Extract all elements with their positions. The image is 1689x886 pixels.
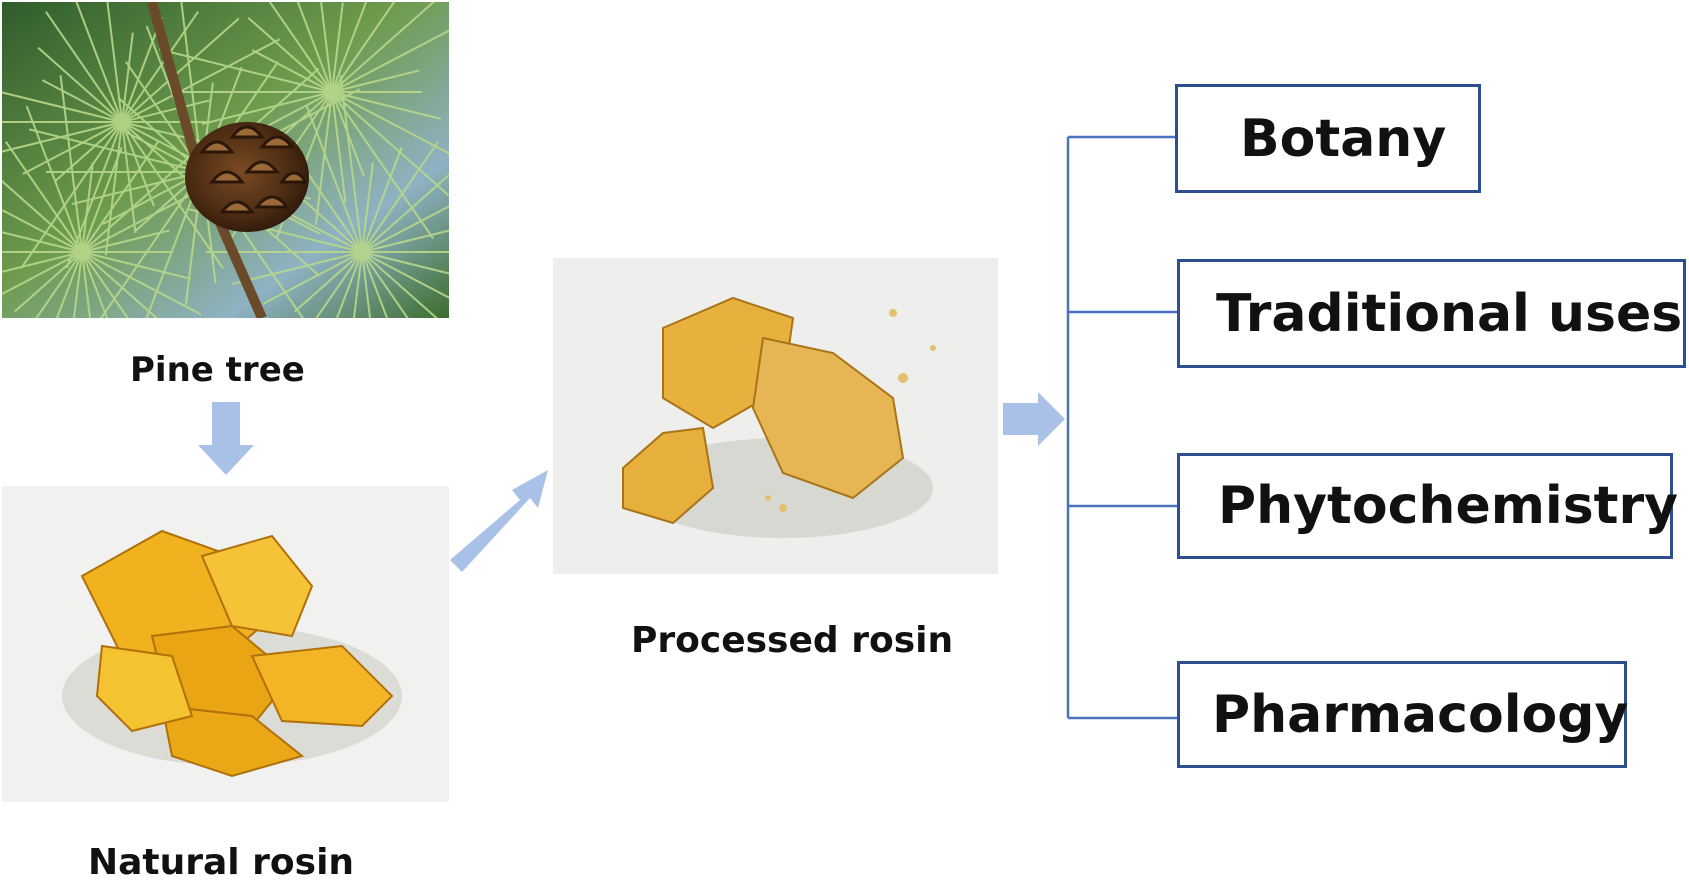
topic-box-traditional-uses: Traditional uses [1177, 259, 1686, 368]
arrow-right-icon [1003, 392, 1065, 446]
natural-rosin-image [2, 486, 449, 802]
topic-box-phytochemistry: Phytochemistry [1177, 453, 1678, 559]
natural-rosin-caption: Natural rosin [88, 842, 355, 883]
processed-rosin-caption: Processed rosin [631, 620, 954, 661]
topic-box-botany: Botany [1175, 84, 1481, 193]
arrow-down-icon [198, 402, 254, 475]
arrow-up-right-icon [450, 470, 548, 572]
topic-box-pharmacology: Pharmacology [1177, 661, 1628, 768]
pine-tree-caption: Pine tree [130, 350, 305, 390]
pine-tree-image [2, 2, 449, 318]
processed-rosin-image [553, 258, 998, 574]
